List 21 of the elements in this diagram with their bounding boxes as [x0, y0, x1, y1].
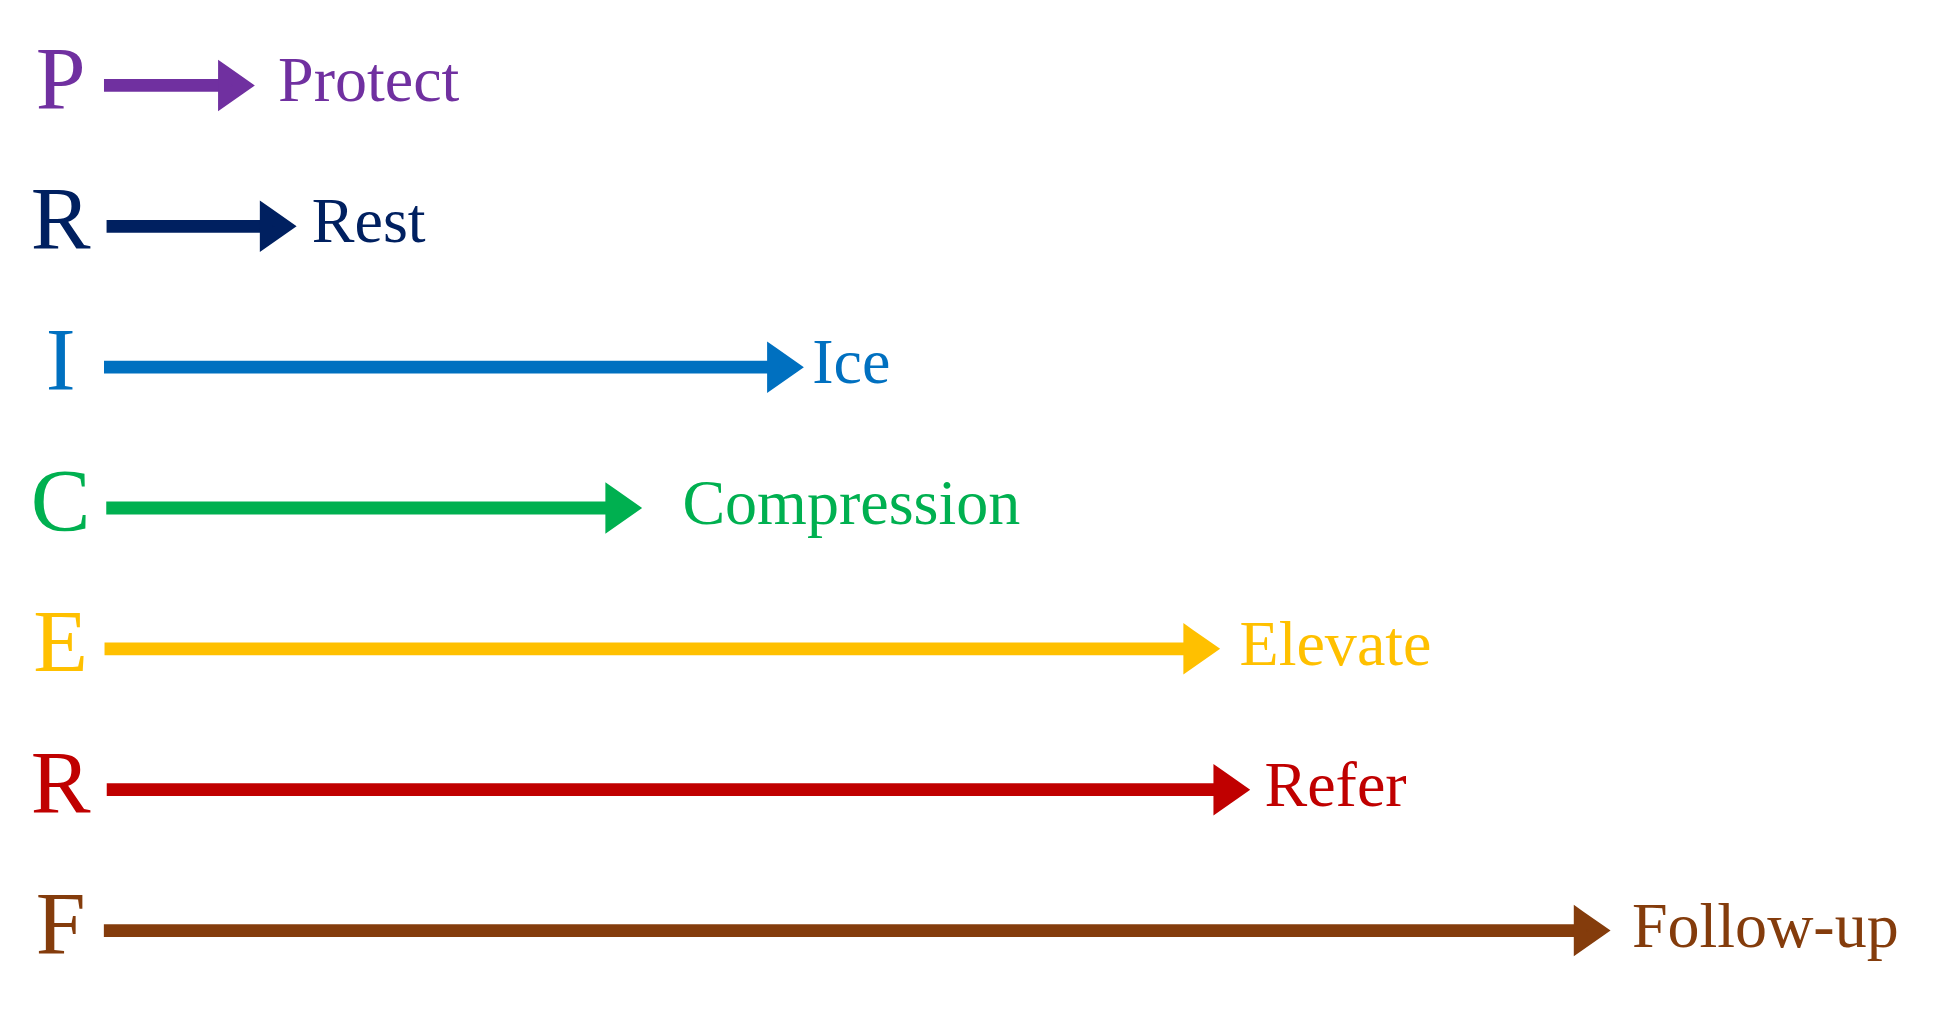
node-text: Protect	[278, 44, 460, 116]
node-text: Compression	[682, 467, 1021, 539]
node-text: Rest	[311, 185, 426, 257]
arrow	[106, 200, 297, 253]
node-text: Elevate	[1239, 607, 1432, 679]
node-text: C	[30, 450, 91, 550]
node-text: R	[30, 168, 91, 268]
arrow	[103, 904, 1611, 957]
arrow	[104, 623, 1221, 675]
arrow	[104, 341, 804, 393]
node-text: R	[30, 731, 91, 831]
node-text: Follow-up	[1631, 889, 1899, 961]
node-text: F	[35, 872, 86, 972]
arrow	[104, 59, 255, 112]
node-text: P	[35, 27, 86, 127]
node-text: I	[45, 309, 76, 409]
node-text: E	[33, 590, 88, 690]
node-text: Ice	[812, 326, 891, 398]
node-text: Refer	[1264, 748, 1407, 820]
arrow	[106, 482, 643, 534]
arrow	[106, 763, 1251, 816]
